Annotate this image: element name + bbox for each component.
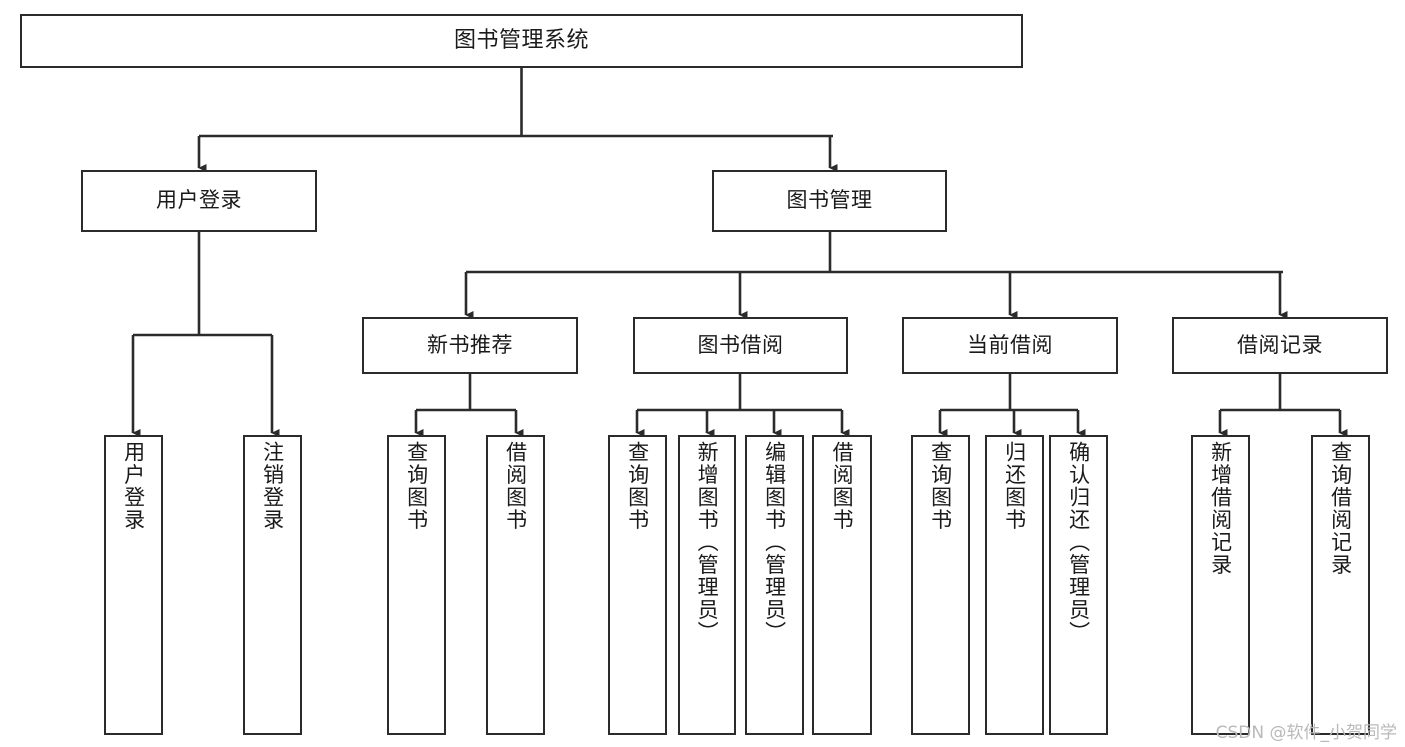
node-root-label: 图书管理系统 — [453, 27, 589, 53]
leaf-user-login[interactable]: 用户登录 — [104, 435, 163, 735]
leaf-query-book-recommend-label: 查询图书 — [404, 441, 429, 531]
leaf-borrow-book[interactable]: 借阅图书 — [812, 435, 872, 735]
leaf-confirm-return-admin-label: 确认归还（管理员） — [1066, 441, 1091, 644]
node-current-borrow[interactable]: 当前借阅 — [902, 317, 1118, 374]
leaf-logout[interactable]: 注销登录 — [243, 435, 302, 735]
leaf-user-login-label: 用户登录 — [121, 441, 146, 531]
node-user-login[interactable]: 用户登录 — [81, 170, 317, 232]
leaf-borrow-book-recommend[interactable]: 借阅图书 — [486, 435, 545, 735]
leaf-query-book-current[interactable]: 查询图书 — [911, 435, 970, 735]
leaf-return-book[interactable]: 归还图书 — [985, 435, 1044, 735]
node-new-book-recommend-label: 新书推荐 — [427, 332, 513, 357]
node-current-borrow-label: 当前借阅 — [967, 332, 1053, 357]
leaf-query-borrow-record-label: 查询借阅记录 — [1328, 441, 1353, 576]
leaf-logout-label: 注销登录 — [260, 441, 285, 531]
leaf-confirm-return-admin[interactable]: 确认归还（管理员） — [1049, 435, 1108, 735]
leaf-return-book-label: 归还图书 — [1002, 441, 1027, 531]
leaf-borrow-book-recommend-label: 借阅图书 — [503, 441, 528, 531]
node-new-book-recommend[interactable]: 新书推荐 — [362, 317, 578, 374]
node-book-management[interactable]: 图书管理 — [712, 170, 947, 232]
node-user-login-label: 用户登录 — [156, 188, 242, 213]
leaf-borrow-book-label: 借阅图书 — [830, 441, 855, 531]
leaf-add-book-admin-label: 新增图书（管理员） — [695, 441, 720, 644]
node-book-borrow-label: 图书借阅 — [697, 332, 784, 357]
node-borrow-record-label: 借阅记录 — [1237, 332, 1323, 357]
node-book-management-label: 图书管理 — [786, 188, 873, 213]
leaf-edit-book-admin[interactable]: 编辑图书（管理员） — [745, 435, 804, 735]
leaf-add-book-admin[interactable]: 新增图书（管理员） — [678, 435, 736, 735]
leaf-query-book-borrow-label: 查询图书 — [625, 441, 650, 531]
leaf-query-book-recommend[interactable]: 查询图书 — [387, 435, 446, 735]
csdn-watermark: CSDN @软件_小贺同学 — [1215, 723, 1397, 743]
node-book-borrow[interactable]: 图书借阅 — [633, 317, 848, 374]
leaf-add-borrow-record-label: 新增借阅记录 — [1208, 441, 1233, 576]
leaf-query-book-current-label: 查询图书 — [928, 441, 953, 531]
leaf-edit-book-admin-label: 编辑图书（管理员） — [762, 441, 787, 644]
node-borrow-record[interactable]: 借阅记录 — [1172, 317, 1388, 374]
node-root[interactable]: 图书管理系统 — [20, 14, 1023, 68]
leaf-query-book-borrow[interactable]: 查询图书 — [608, 435, 667, 735]
leaf-query-borrow-record[interactable]: 查询借阅记录 — [1311, 435, 1370, 735]
leaf-add-borrow-record[interactable]: 新增借阅记录 — [1191, 435, 1250, 735]
